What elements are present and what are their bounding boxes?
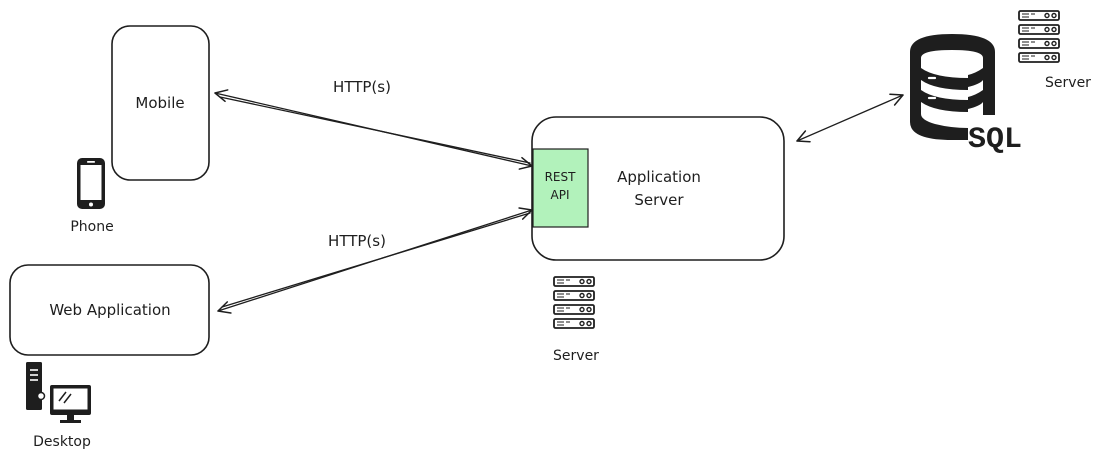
- desktop-icon: [26, 362, 91, 423]
- app-server-rack-label: Server: [553, 348, 599, 364]
- web-application-box: [9, 264, 210, 356]
- sql-label: SQL: [968, 123, 1022, 157]
- mobile-box: [111, 25, 210, 181]
- db-server-label: Server: [1045, 75, 1091, 91]
- web-to-api-protocol-label: HTTP(s): [328, 232, 386, 250]
- server-rack-icon: [553, 276, 595, 329]
- db-server-rack-icon: [1018, 10, 1060, 63]
- desktop-label: Desktop: [33, 434, 91, 450]
- mobile-to-api-protocol-label: HTTP(s): [333, 78, 391, 96]
- rest-api-label-line1: REST: [545, 170, 577, 184]
- mobile-label: Mobile: [135, 94, 184, 112]
- phone-icon: [77, 158, 105, 209]
- rest-api-box[interactable]: [532, 148, 589, 228]
- mobile-node[interactable]: Mobile: [111, 25, 210, 181]
- application-server-box: [531, 116, 785, 261]
- mobile-to-api-arrow: [214, 89, 533, 170]
- application-server-node[interactable]: REST API Application Server: [531, 116, 785, 261]
- web-application-label: Web Application: [49, 301, 170, 319]
- rest-api-label-line2: API: [551, 188, 570, 202]
- phone-label: Phone: [70, 219, 113, 235]
- web-application-node[interactable]: Web Application: [9, 264, 210, 356]
- application-server-label-line1: Application: [617, 168, 701, 186]
- web-to-api-arrow: [217, 207, 533, 314]
- database-icon[interactable]: [910, 34, 995, 140]
- application-server-label-line2: Server: [634, 191, 684, 209]
- server-to-database-arrow: [796, 93, 904, 143]
